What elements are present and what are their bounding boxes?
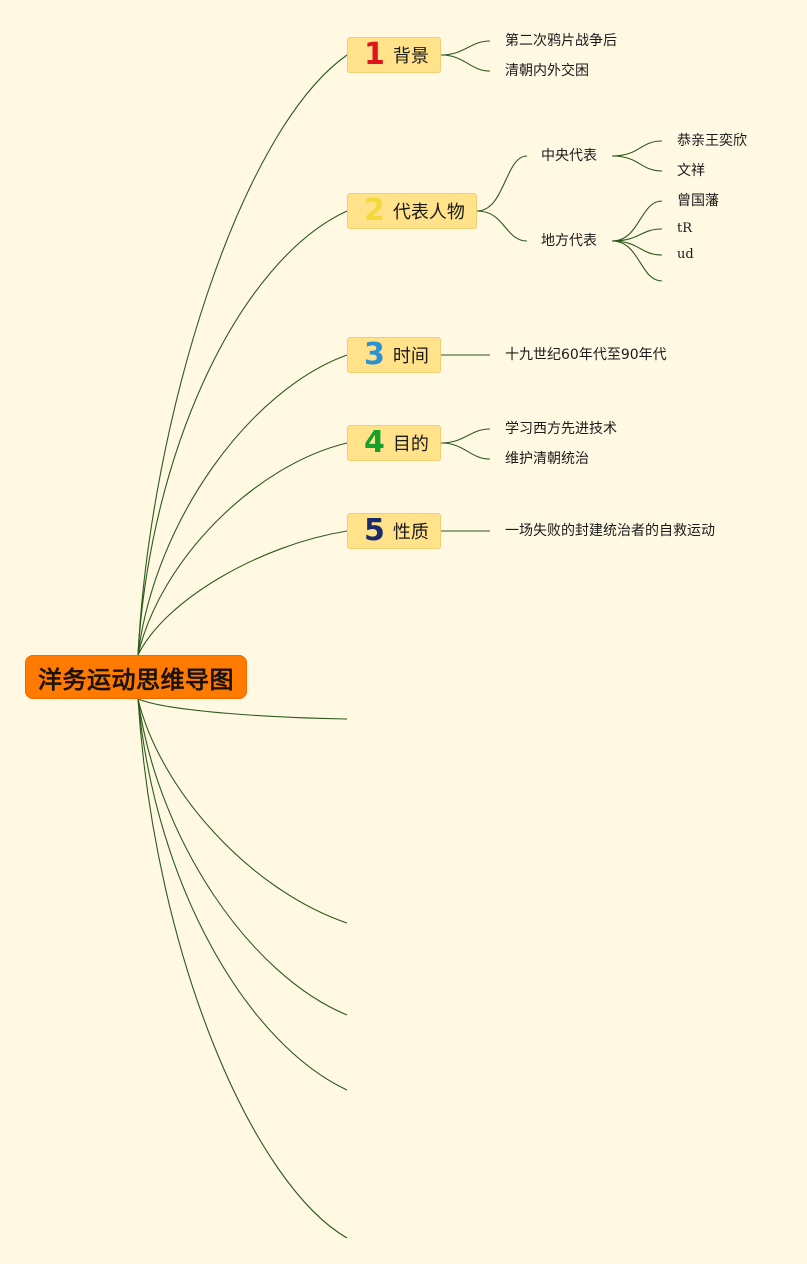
connector-sub-1-leaf-2: [611, 155, 663, 172]
leaf-2-2-3[interactable]: ud: [677, 247, 694, 262]
connector-sub-1-leaf-1: [611, 140, 663, 157]
connector-branch-2-sub-1: [476, 155, 528, 212]
leaf-2-2-2[interactable]: tR: [677, 221, 693, 236]
branch-number-5: 5: [364, 513, 385, 548]
leaf-1-2[interactable]: 清朝内外交困: [505, 63, 589, 79]
connector-branch-4-leaf-2: [440, 442, 491, 460]
branch-label-4: 目的: [392, 434, 429, 455]
connector-root-branch-4: [137, 442, 348, 656]
branch-label-5: 性质: [392, 522, 429, 543]
connector-root-empty-3: [137, 698, 348, 1016]
connector-branch-1-leaf-2: [440, 54, 491, 72]
branch-number-1: 1: [364, 37, 385, 72]
branch-label-1: 背景: [392, 46, 429, 67]
sub-node-central[interactable]: 中央代表: [541, 148, 597, 164]
connector-branch-4-leaf-1: [440, 428, 491, 444]
connector-root-empty-5: [137, 698, 348, 1239]
root-label: 洋务运动思维导图: [38, 665, 234, 694]
connector-sub-2-leaf-4: [611, 240, 663, 282]
leaf-2-1-2[interactable]: 文祥: [677, 163, 705, 179]
connector-root-branch-1: [137, 54, 348, 656]
connector-branch-2-sub-2: [476, 210, 528, 242]
connector-root-branch-2: [137, 210, 348, 656]
connector-root-branch-3: [137, 354, 348, 656]
connector-root-branch-5: [137, 530, 348, 656]
branch-node-4[interactable]: 4 目的: [347, 425, 441, 461]
branch-node-5[interactable]: 5 性质: [347, 513, 441, 549]
connector-branch-1-leaf-1: [440, 40, 491, 56]
connector-sub-2-leaf-2: [611, 228, 663, 242]
branch-label-3: 时间: [392, 346, 429, 367]
branch-label-2: 代表人物: [392, 202, 465, 223]
connector-root-empty-2: [137, 698, 348, 924]
branch-node-3[interactable]: 3 时间: [347, 337, 441, 373]
connector-root-empty-4: [137, 698, 348, 1091]
branch-number-3: 3: [364, 337, 385, 372]
leaf-3-1[interactable]: 十九世纪60年代至90年代: [505, 347, 667, 363]
connector-sub-2-leaf-3: [611, 240, 663, 256]
branch-number-2: 2: [364, 193, 385, 228]
leaf-5-1[interactable]: 一场失败的封建统治者的自救运动: [505, 523, 715, 539]
leaf-4-1[interactable]: 学习西方先进技术: [505, 421, 617, 437]
leaf-2-2-1[interactable]: 曾国藩: [677, 193, 719, 209]
branch-node-1[interactable]: 1 背景: [347, 37, 441, 73]
branch-node-2[interactable]: 2 代表人物: [347, 193, 477, 229]
leaf-1-1[interactable]: 第二次鸦片战争后: [505, 33, 617, 49]
leaf-2-1-1[interactable]: 恭亲王奕欣: [677, 133, 747, 149]
connector-root-empty-1: [137, 698, 348, 720]
root-node[interactable]: 洋务运动思维导图: [25, 655, 247, 699]
branch-number-4: 4: [364, 425, 385, 460]
connector-sub-2-leaf-1: [611, 200, 663, 242]
sub-node-local[interactable]: 地方代表: [541, 233, 597, 249]
leaf-4-2[interactable]: 维护清朝统治: [505, 451, 589, 467]
